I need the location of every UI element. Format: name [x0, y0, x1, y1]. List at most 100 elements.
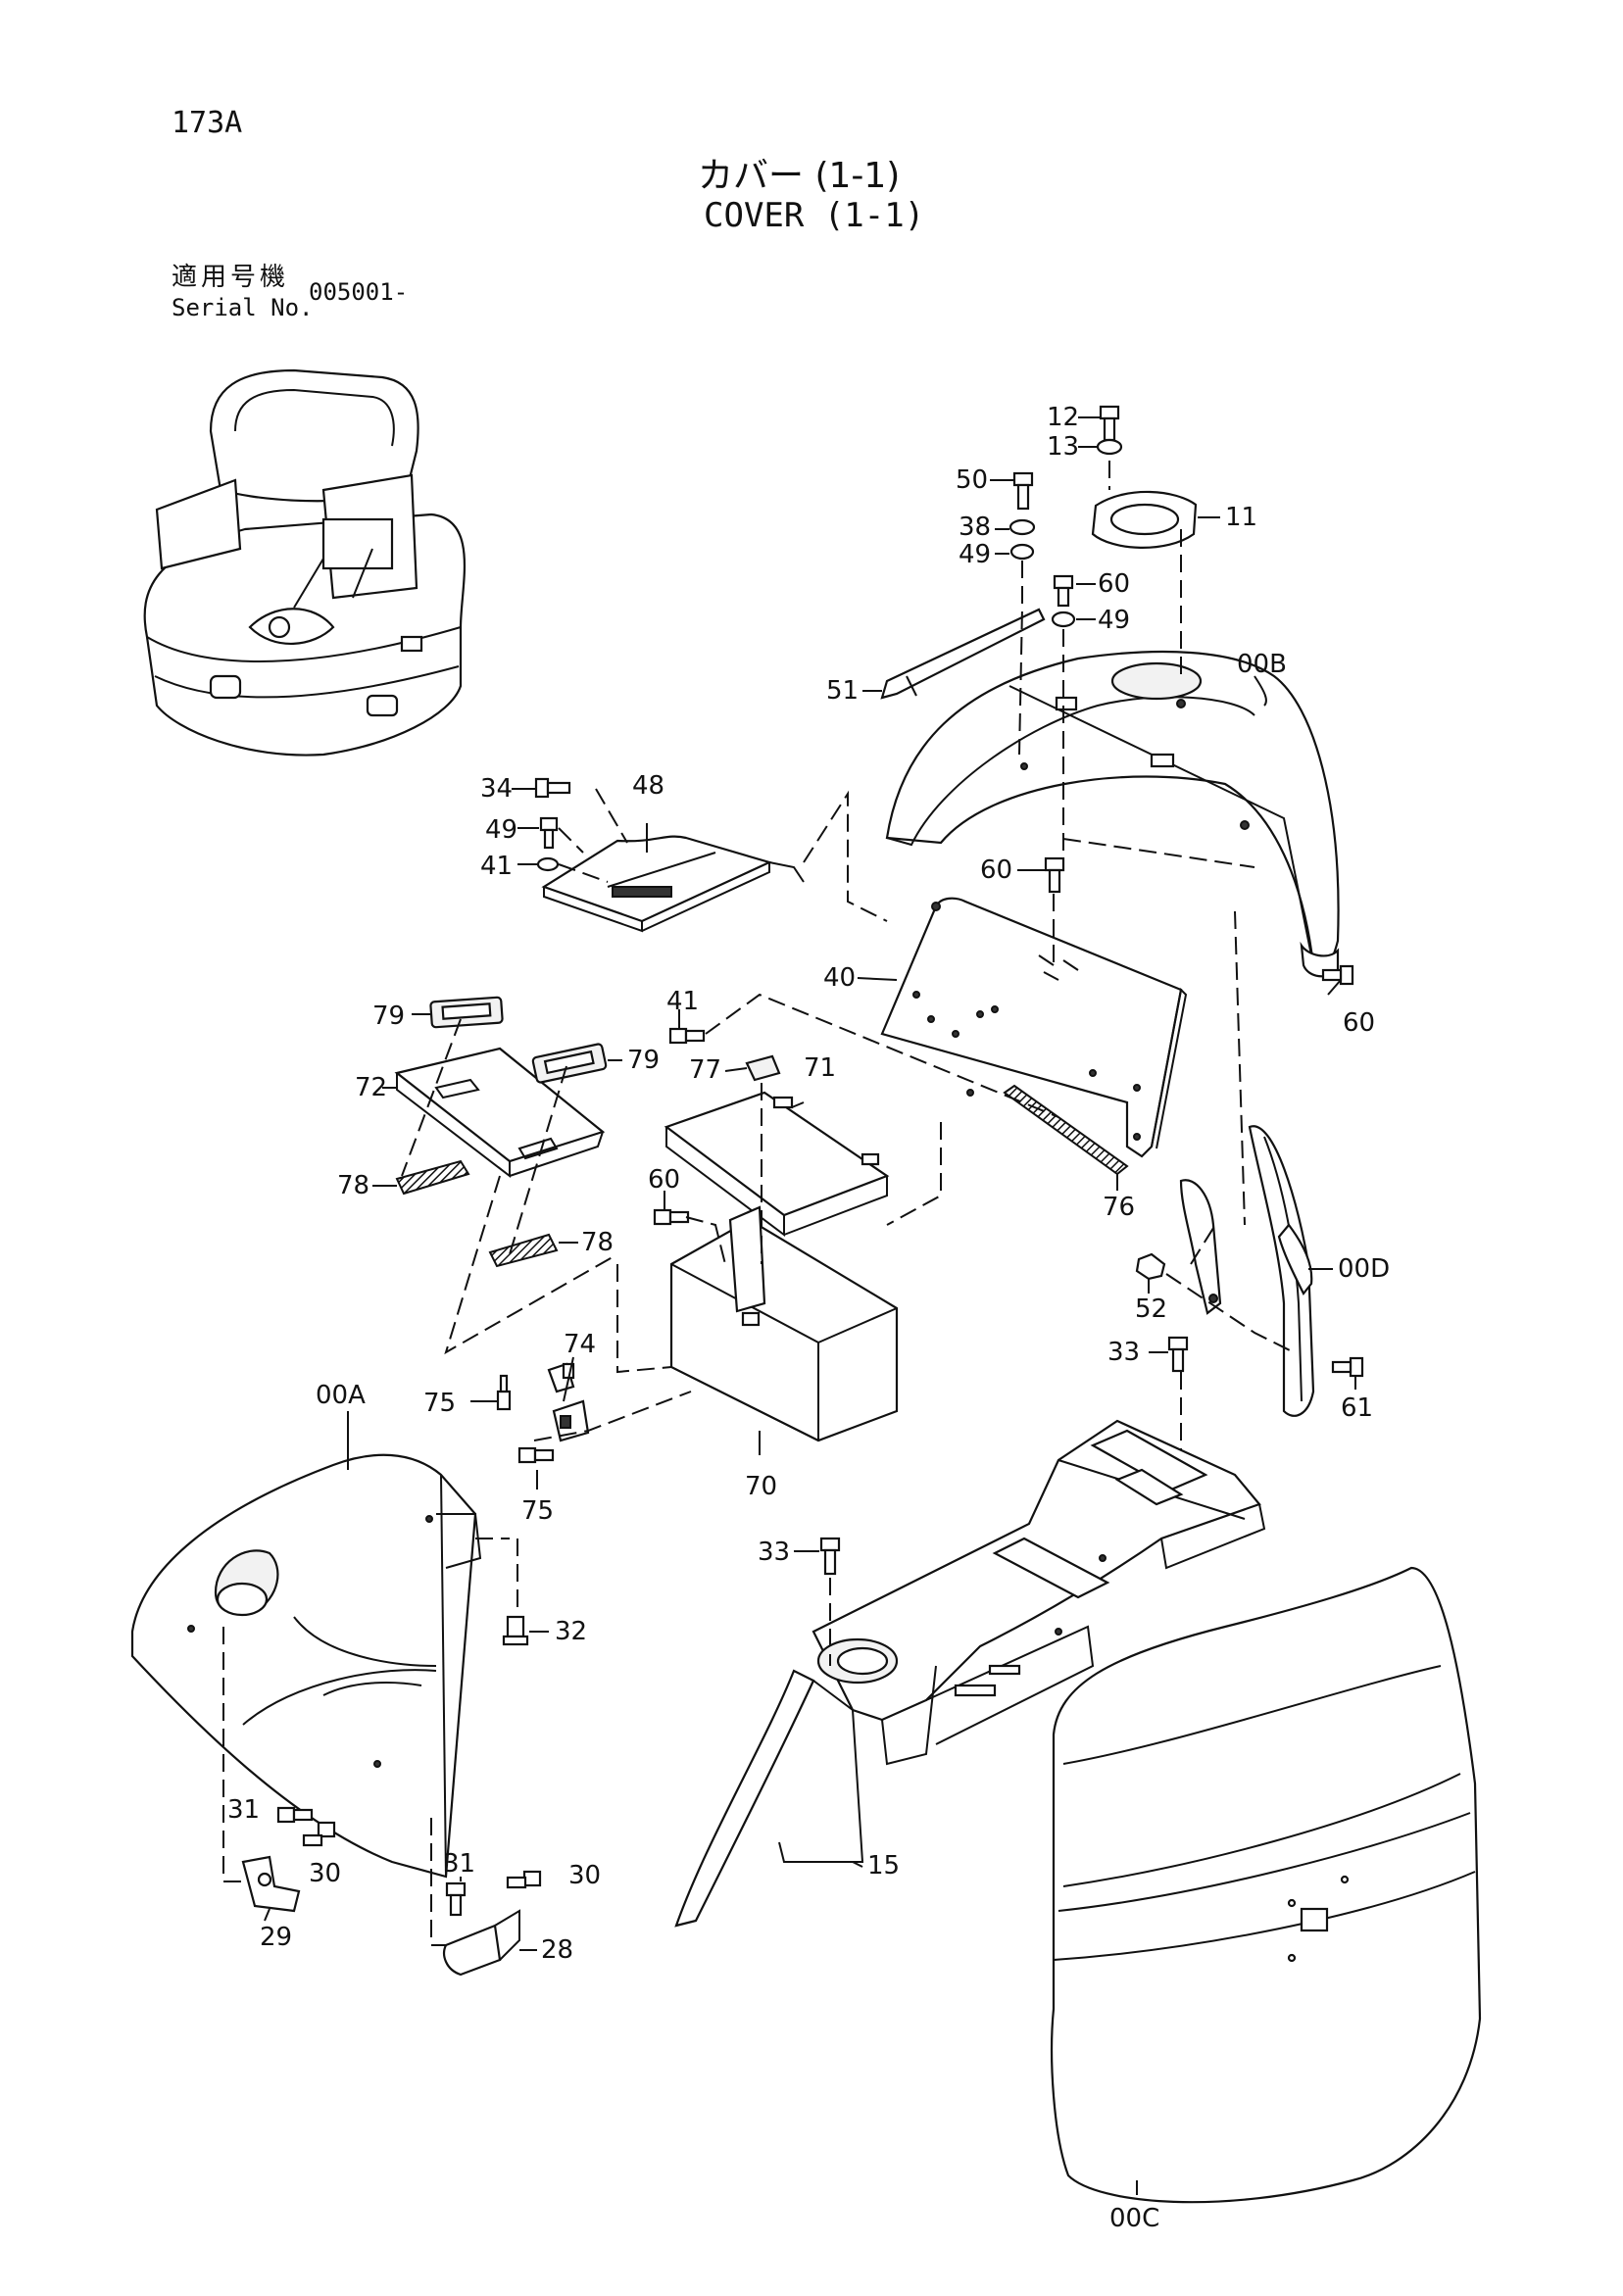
callout-60: 34 — [480, 774, 513, 804]
bracket-29 — [241, 1855, 301, 1913]
tray-72 — [394, 1047, 606, 1179]
bolt-33-lower — [819, 1537, 841, 1576]
pad-77 — [745, 1054, 781, 1082]
callout-61: 61 — [1341, 1393, 1373, 1423]
cover-00b — [885, 650, 1340, 978]
callout-00d: 00D — [1338, 1254, 1390, 1284]
cover-71 — [664, 1091, 890, 1237]
strip-76 — [1003, 1084, 1129, 1176]
callout-40: 40 — [823, 963, 856, 993]
callout-00c: 00C — [1109, 2204, 1159, 2233]
page-code: 173A — [172, 106, 243, 140]
bolt-12 — [1099, 405, 1120, 442]
page-title: COVER (1-1) — [704, 196, 925, 235]
bolt-41-left — [668, 1027, 706, 1045]
serial-label: Serial No. — [172, 294, 314, 321]
washer-49-right — [1051, 611, 1076, 628]
callout-31: 31 — [227, 1795, 260, 1825]
pad-79-right — [531, 1043, 608, 1084]
washer-49-upper — [1009, 543, 1035, 561]
bolt-61 — [1331, 1356, 1364, 1378]
cover-00a — [130, 1453, 482, 1879]
callout-71: 71 — [804, 1053, 836, 1083]
callout-79: 79 — [627, 1046, 660, 1075]
bolt-60-mid — [653, 1208, 690, 1226]
bolt-41-upper — [1044, 856, 1065, 894]
callout-60: 60 — [1343, 1008, 1375, 1038]
callout-49: 49 — [1098, 606, 1130, 635]
callout-60: 60 — [648, 1165, 680, 1195]
pad-79-left — [429, 996, 504, 1029]
bolt-75-lower — [517, 1446, 555, 1464]
callout-41: 60 — [980, 855, 1012, 885]
washer-49-left — [536, 856, 560, 872]
cover-00c — [1051, 1566, 1482, 2204]
callout-50: 50 — [956, 465, 988, 495]
callout-29: 29 — [260, 1923, 292, 1952]
bracket-28 — [443, 1909, 520, 1977]
callout-51: 51 — [826, 676, 859, 706]
box-70 — [669, 1205, 899, 1442]
callout-11: 11 — [1225, 503, 1257, 532]
bolt-60-left — [534, 777, 571, 799]
bolt-34 — [539, 816, 559, 850]
bolt-33-upper — [1167, 1336, 1189, 1373]
washer-13 — [1096, 438, 1123, 456]
callout-00b: 00B — [1237, 650, 1287, 679]
callout-30: 30 — [568, 1861, 601, 1890]
hinge-74-lower — [552, 1399, 590, 1442]
callout-41: 41 — [666, 987, 699, 1016]
callout-77: 77 — [689, 1055, 721, 1085]
callout-34: 49 — [485, 815, 517, 845]
bracket-52 — [1179, 1179, 1222, 1315]
callout-49: 49 — [959, 540, 991, 569]
callout-12: 12 — [1047, 403, 1079, 432]
callout-49: 41 — [480, 852, 513, 881]
callout-74: 74 — [564, 1330, 596, 1359]
callout-15: 15 — [867, 1851, 900, 1881]
bolt-30-left — [302, 1821, 336, 1847]
bolt-50 — [1012, 471, 1034, 511]
callout-48: 48 — [632, 771, 664, 801]
callout-70: 70 — [745, 1472, 777, 1501]
callout-28: 28 — [541, 1935, 573, 1965]
callout-00a: 00A — [316, 1381, 366, 1410]
serial-label-japanese: 適用号機 — [172, 263, 290, 292]
page-title-japanese: カバー (1-1) — [698, 156, 901, 196]
callout-33: 33 — [1107, 1338, 1140, 1367]
callout-52: 52 — [1135, 1295, 1167, 1324]
callout-60: 60 — [1098, 569, 1130, 599]
pad-78-right — [488, 1233, 559, 1268]
callout-75: 75 — [423, 1389, 456, 1418]
callout-72: 72 — [355, 1073, 387, 1102]
callout-31: 31 — [443, 1849, 475, 1879]
machine-overview-illustration — [143, 368, 467, 757]
callout-30: 30 — [309, 1859, 341, 1888]
callout-76: 76 — [1103, 1193, 1135, 1222]
serial-value: 005001- — [309, 278, 409, 306]
callout-32: 32 — [555, 1617, 587, 1646]
plate-11 — [1091, 490, 1198, 549]
callout-75: 75 — [521, 1496, 554, 1526]
bolt-60-right — [1321, 964, 1354, 986]
callout-33: 33 — [758, 1538, 790, 1567]
callout-79: 79 — [372, 1001, 405, 1031]
panel-40 — [880, 897, 1188, 1158]
bolt-30-right — [506, 1870, 542, 1889]
leader-lines — [222, 416, 1356, 2195]
pad-78-left — [395, 1159, 470, 1196]
bolt-60-upper — [1053, 574, 1074, 608]
bracket-51 — [880, 608, 1046, 700]
frame-00d — [1248, 1125, 1315, 1417]
nut-52 — [1135, 1252, 1166, 1281]
callout-labels: 12 13 50 38 49 11 60 49 51 00B 60 48 34 … — [227, 403, 1390, 2233]
bolt-31-left — [276, 1806, 314, 1824]
bolt-31-right — [445, 1881, 467, 1917]
ring-38 — [1008, 518, 1036, 536]
callout-78: 78 — [581, 1228, 614, 1257]
bolt-32 — [502, 1615, 529, 1646]
bolt-75-upper — [496, 1374, 512, 1411]
floor-frame-15 — [674, 1419, 1266, 1928]
callout-78: 78 — [337, 1171, 369, 1200]
